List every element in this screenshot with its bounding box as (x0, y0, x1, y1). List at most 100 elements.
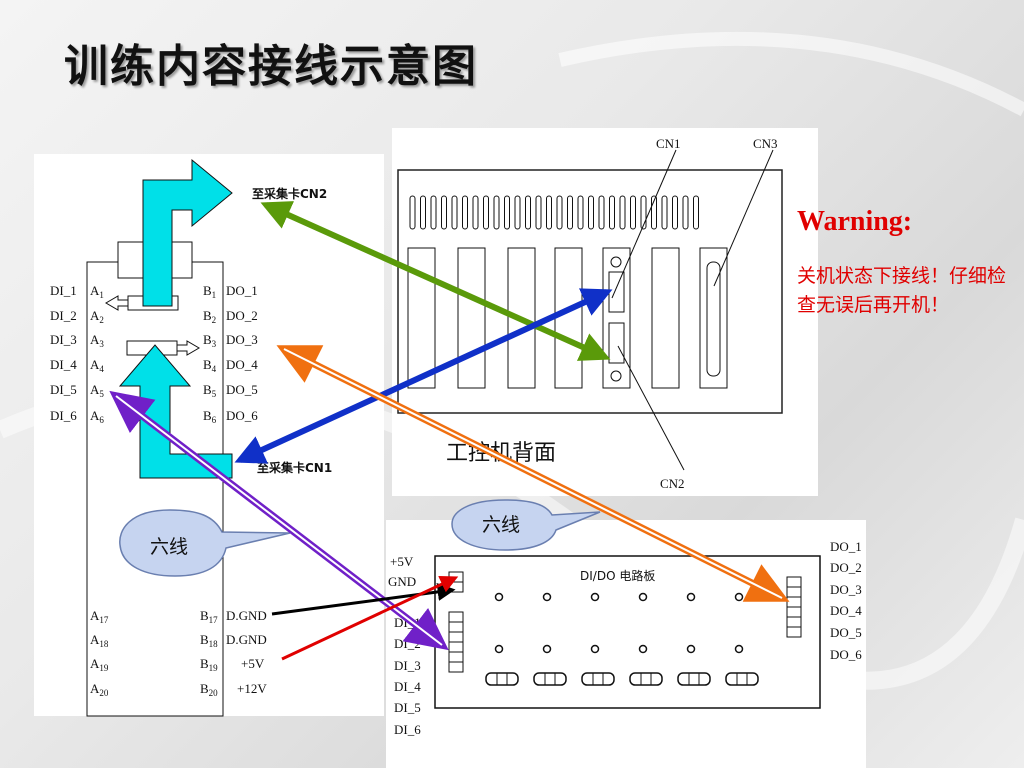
vent-slot (514, 195, 521, 230)
svg-text:六线: 六线 (482, 514, 520, 536)
vent-slot (693, 195, 699, 230)
a-pin: A4 (90, 357, 104, 374)
power-label: +5V (241, 656, 265, 671)
di-label: DI_5 (50, 382, 77, 397)
b-pin-bottom: B19 (200, 656, 218, 673)
vent-slot (451, 195, 458, 230)
di-label: DI_2 (50, 308, 77, 323)
relay (677, 672, 711, 686)
a-pin: A5 (90, 382, 104, 399)
vent-slot (598, 195, 605, 230)
cn2-label: CN2 (660, 476, 685, 491)
relay (629, 672, 663, 686)
vent-slot (420, 195, 426, 230)
board-do-label: DO_2 (830, 560, 862, 575)
a-pin-bottom: A19 (90, 656, 109, 673)
do-label: DO_2 (226, 308, 258, 323)
a-pin-bottom: A20 (90, 681, 109, 698)
vent-slot (567, 195, 573, 230)
vent-slot (556, 195, 563, 230)
board-di-label: DI_3 (394, 658, 421, 673)
di-pin (448, 621, 464, 633)
slide-title: 训练内容接线示意图 (64, 41, 478, 92)
do-label: DO_3 (226, 332, 258, 347)
board-hole (638, 644, 648, 654)
vent-slot (535, 195, 542, 230)
di-pin (448, 641, 464, 653)
do-pin (786, 616, 802, 628)
vent-slot (619, 195, 626, 230)
do-label: DO_4 (226, 357, 258, 372)
warning-title: Warning: (797, 206, 913, 237)
vent-slot (504, 195, 510, 230)
relay (485, 672, 519, 686)
cn1-connector (608, 271, 625, 313)
board-hole (542, 592, 552, 602)
do-label: DO_6 (226, 408, 258, 423)
a-pin-bottom: A18 (90, 632, 109, 649)
do-pin (786, 626, 802, 638)
power-label: D.GND (226, 632, 267, 647)
relay (725, 672, 759, 686)
a-pin: A3 (90, 332, 104, 349)
board-hole (638, 592, 648, 602)
vent-slot (640, 195, 647, 230)
cyan-arrow-up (142, 158, 233, 307)
a-pin: A1 (90, 283, 104, 300)
purple-arrow (109, 390, 449, 651)
vent-slot (493, 195, 500, 230)
circuit-board-panel: DI/DO 电路板 +5V GND DI_1 DI_2 DI_3 DI_4 DI… (386, 520, 866, 768)
di-label: DI_4 (50, 357, 77, 372)
cn3-connector (706, 261, 721, 377)
do-pin (786, 606, 802, 618)
relay (581, 672, 615, 686)
vent-slot (588, 195, 594, 230)
do-pin (786, 576, 802, 588)
board-do-label: DO_1 (830, 539, 862, 554)
vent-slot (483, 195, 489, 230)
di-pin (448, 661, 464, 673)
power-label: D.GND (226, 608, 267, 623)
terminal-board-panel: 至采集卡CN2 至采集卡CN1 DI_1 DI_2 DI_3 DI_4 DI_5… (34, 154, 384, 717)
di-label: DI_1 (50, 283, 77, 298)
vent-slot (430, 195, 437, 230)
power-label: +12V (237, 681, 267, 696)
do-pin (786, 586, 802, 598)
b-pin: B3 (203, 332, 217, 349)
do-label: DO_1 (226, 283, 258, 298)
do-pin (786, 596, 802, 608)
to-cn2-label: 至采集卡CN2 (252, 186, 327, 201)
vent-slot (472, 195, 479, 230)
board-hole (494, 592, 504, 602)
di-pin (448, 631, 464, 643)
di-label: DI_6 (50, 408, 77, 423)
board-hole (494, 644, 504, 654)
do-label: DO_5 (226, 382, 258, 397)
vent-slot (609, 195, 615, 230)
vent-slot (546, 195, 552, 230)
vent-slot (630, 195, 636, 230)
a-pin: A6 (90, 408, 104, 425)
board-di-label: DI_6 (394, 722, 421, 737)
vent-slot (525, 195, 531, 230)
board-hole (590, 592, 600, 602)
board-hole (542, 644, 552, 654)
board-do-label: DO_6 (830, 647, 862, 662)
b-pin: B1 (203, 283, 216, 300)
to-cn1-label: 至采集卡CN1 (257, 460, 332, 475)
board-di-label: DI_4 (394, 679, 421, 694)
cn2-connector (608, 322, 625, 364)
a-pin-bottom: A17 (90, 608, 109, 625)
board-do-label: DO_4 (830, 603, 862, 618)
a-pin: A2 (90, 308, 104, 325)
vent-slot (441, 195, 447, 230)
cn1-label: CN1 (656, 136, 681, 151)
di-label: DI_3 (50, 332, 77, 347)
vent-slot (682, 195, 689, 230)
board-hole (686, 644, 696, 654)
power-label: +5V (390, 554, 414, 569)
pc-back-panel: CN1 CN3 CN2 工控机背面 (392, 128, 818, 496)
warning-text: 关机状态下接线！仔细检查无误后再开机！ (797, 265, 1007, 316)
board-hole (686, 592, 696, 602)
